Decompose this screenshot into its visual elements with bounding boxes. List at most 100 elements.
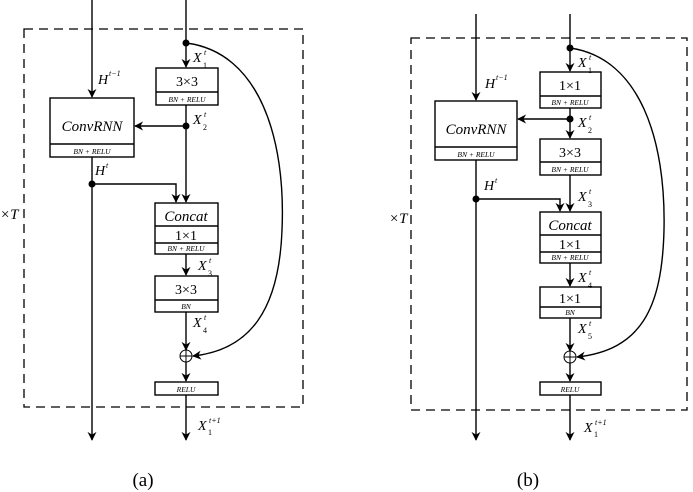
label-base: X bbox=[192, 316, 202, 331]
label-x3: X t 3 bbox=[577, 187, 592, 209]
label-sub: 4 bbox=[588, 281, 592, 290]
conv2-sub: BN + RELU bbox=[551, 165, 589, 174]
convrnn-block: ConvRNN BN + RELU bbox=[49, 97, 135, 158]
label-sup: t bbox=[589, 268, 592, 277]
concat-title: Concat bbox=[548, 218, 592, 234]
caption-a: (a) bbox=[132, 470, 153, 491]
conv4-title: 1×1 bbox=[559, 292, 581, 307]
concat-title: Concat bbox=[164, 209, 208, 225]
label-x-out: X t+1 1 bbox=[583, 418, 607, 439]
label-sub: 4 bbox=[203, 326, 207, 335]
label-x2: X t 2 bbox=[577, 113, 592, 135]
skip-connection-curve bbox=[569, 47, 665, 361]
label-x1: X t 1 bbox=[192, 48, 207, 70]
label-base: H bbox=[94, 164, 106, 179]
label-sub: 5 bbox=[588, 332, 592, 341]
label-sup: t bbox=[204, 313, 207, 322]
label-x5: X t 5 bbox=[577, 319, 592, 341]
label-sub: 1 bbox=[588, 66, 592, 75]
label-sup: t bbox=[589, 319, 592, 328]
label-base: X bbox=[577, 116, 587, 131]
skip-connection-curve bbox=[185, 42, 284, 360]
conv1-block: 1×1 BN + RELU bbox=[539, 71, 602, 109]
conv1-sub: BN + RELU bbox=[551, 98, 589, 107]
label-x1: X t 1 bbox=[577, 53, 592, 75]
conv4-sub: BN bbox=[565, 308, 576, 317]
label-sub: 1 bbox=[203, 61, 207, 70]
convrnn-title: ConvRNN bbox=[446, 122, 508, 138]
convrnn-sub: BN + RELU bbox=[73, 147, 111, 156]
concat-block: Concat 1×1 BN + RELU bbox=[539, 211, 602, 264]
label-sup: t bbox=[589, 187, 592, 196]
label-sub: 2 bbox=[588, 126, 592, 135]
convrnn-block: ConvRNN BN + RELU bbox=[434, 100, 518, 161]
label-base: X bbox=[577, 190, 587, 205]
label-sup: t−1 bbox=[496, 73, 508, 82]
label-base: X bbox=[192, 51, 202, 66]
relu-block: RELU bbox=[539, 381, 602, 396]
label-sup: t−1 bbox=[109, 69, 121, 78]
label-sup: t+1 bbox=[209, 416, 221, 425]
conv3-block: 3×3 BN bbox=[154, 275, 219, 313]
caption-b: (b) bbox=[517, 470, 539, 491]
label-base: H bbox=[483, 179, 495, 194]
label-base: X bbox=[197, 259, 207, 274]
label-x-out: X t+1 1 bbox=[197, 416, 221, 437]
label-sub: 3 bbox=[208, 269, 212, 278]
label-sup: t bbox=[495, 176, 498, 185]
label-sup: t bbox=[204, 110, 207, 119]
relu-title: RELU bbox=[176, 385, 196, 394]
label-base: X bbox=[577, 271, 587, 286]
label-sup: t bbox=[209, 256, 212, 265]
label-base: X bbox=[577, 322, 587, 337]
label-h-t: H t bbox=[483, 176, 498, 194]
label-sub: 1 bbox=[594, 430, 598, 439]
label-x4: X t 4 bbox=[577, 268, 592, 290]
repeat-boundary bbox=[23, 28, 304, 408]
conv3-title: 3×3 bbox=[175, 283, 197, 298]
relu-block: RELU bbox=[154, 381, 219, 396]
label-h-prev: H t−1 bbox=[484, 73, 508, 92]
conv4-block: 1×1 BN bbox=[539, 286, 602, 319]
label-base: H bbox=[97, 73, 109, 88]
label-sub: 2 bbox=[203, 123, 207, 132]
label-sup: t bbox=[204, 48, 207, 57]
label-x3: X t 3 bbox=[197, 256, 212, 278]
label-h-prev: H t−1 bbox=[97, 69, 121, 88]
label-sup: t bbox=[106, 161, 109, 170]
conv1-title: 3×3 bbox=[176, 75, 198, 90]
concat-mid: 1×1 bbox=[559, 238, 581, 253]
panel-a: ×T 3×3 BN + RELU bbox=[0, 0, 304, 491]
label-sup: t bbox=[589, 113, 592, 122]
label-x2: X t 2 bbox=[192, 110, 207, 132]
repeat-label: ×T bbox=[389, 211, 409, 227]
concat-sub: BN + RELU bbox=[551, 253, 589, 262]
convrnn-sub: BN + RELU bbox=[457, 150, 495, 159]
label-base: X bbox=[577, 56, 587, 71]
conv3-sub: BN bbox=[181, 302, 192, 311]
label-sub: 1 bbox=[208, 428, 212, 437]
label-h-t: H t bbox=[94, 161, 109, 179]
conv2-title: 3×3 bbox=[559, 146, 581, 161]
label-sup: t+1 bbox=[595, 418, 607, 427]
label-base: H bbox=[484, 77, 496, 92]
label-sub: 3 bbox=[588, 200, 592, 209]
label-sup: t bbox=[589, 53, 592, 62]
label-x4: X t 4 bbox=[192, 313, 207, 335]
conv1-title: 1×1 bbox=[559, 79, 581, 94]
concat-mid: 1×1 bbox=[175, 229, 197, 244]
ht-to-concat-arrow bbox=[92, 183, 181, 203]
repeat-label: ×T bbox=[0, 207, 20, 223]
relu-title: RELU bbox=[560, 385, 580, 394]
label-base: X bbox=[192, 113, 202, 128]
concat-sub: BN + RELU bbox=[167, 244, 205, 253]
conv1-sub: BN + RELU bbox=[168, 95, 206, 104]
panel-b: ×T 1×1 BN + RELU bbox=[389, 14, 688, 491]
conv2-block: 3×3 BN + RELU bbox=[539, 138, 602, 176]
ht-to-concat-arrow bbox=[476, 198, 565, 212]
convrnn-title: ConvRNN bbox=[62, 119, 124, 135]
repeat-boundary bbox=[410, 37, 688, 411]
conv1-block: 3×3 BN + RELU bbox=[155, 67, 219, 106]
label-base: X bbox=[583, 421, 593, 436]
